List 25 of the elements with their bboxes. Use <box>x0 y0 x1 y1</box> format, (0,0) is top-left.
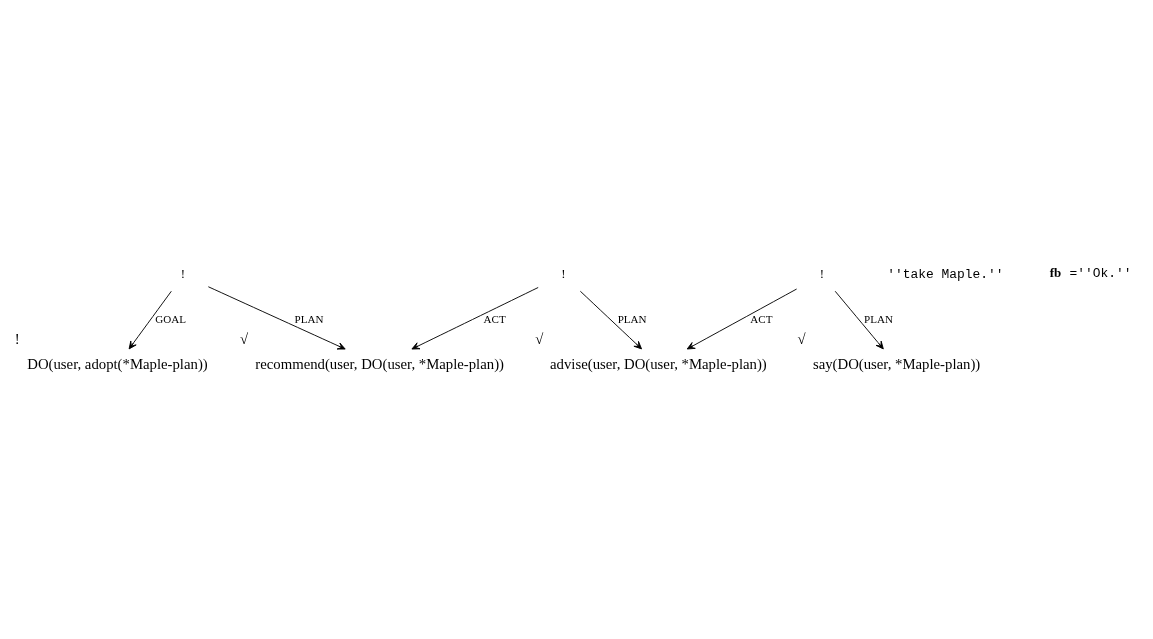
edge-label: ACT <box>483 312 506 325</box>
arrow <box>128 290 172 349</box>
label: fb =''Ok.'' <box>1049 264 1132 281</box>
node-text: advise(user, DO(user, *Maple-plan)) <box>550 355 767 372</box>
edge-label: PLAN <box>617 312 647 325</box>
arrow <box>411 286 539 349</box>
edge-label: PLAN <box>294 312 324 325</box>
arrow <box>834 290 884 349</box>
node-label: √ <box>239 330 249 347</box>
node-text: ! <box>180 265 186 281</box>
arrow <box>579 290 643 349</box>
edge-label: GOAL <box>155 312 186 325</box>
node-text: ! <box>561 265 566 281</box>
node-text: say(DO(user, *Maple-plan)) <box>812 355 981 372</box>
edge-label: PLAN <box>864 312 894 325</box>
node-label: ! <box>14 330 20 347</box>
node-label: √ <box>797 330 806 347</box>
edge-label: ACT <box>750 312 773 325</box>
label: ''take Maple.'' <box>887 266 1004 282</box>
node-text: recommend(user, DO(user, *Maple-plan)) <box>255 355 504 372</box>
node-text: DO(user, adopt(*Maple-plan)) <box>27 355 208 372</box>
arrow <box>207 285 346 350</box>
arrow <box>686 288 798 349</box>
node-label: √ <box>535 330 544 347</box>
node-text: ! <box>819 265 824 281</box>
